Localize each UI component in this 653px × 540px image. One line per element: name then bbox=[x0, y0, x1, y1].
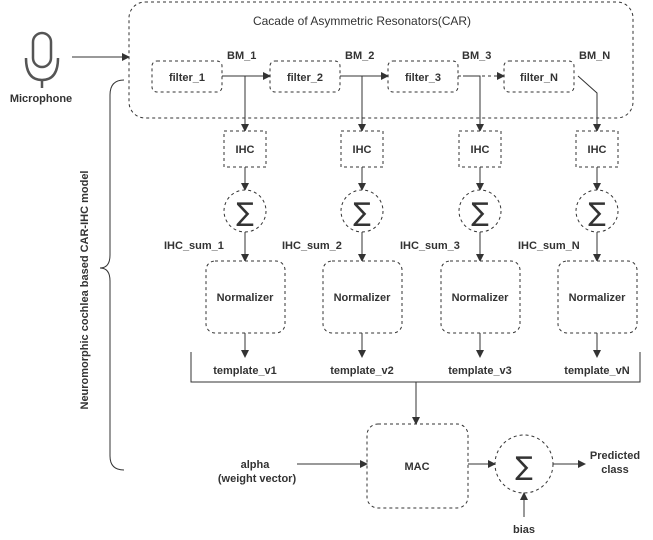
ihc-box-N: IHC bbox=[575, 130, 619, 168]
final-sum-node: ∑ bbox=[494, 434, 554, 494]
normalizer-label: Normalizer bbox=[569, 292, 627, 304]
alpha-label: alpha bbox=[241, 459, 271, 471]
sum-node-1: ∑ bbox=[223, 189, 267, 233]
sigma-icon: ∑ bbox=[471, 198, 489, 228]
template-label: template_v1 bbox=[213, 365, 277, 377]
normalizer-box-1: Normalizer bbox=[205, 260, 286, 334]
sigma-icon: ∑ bbox=[515, 452, 533, 482]
bm-label: BM_N bbox=[579, 50, 610, 62]
template-label: template_vN bbox=[564, 365, 629, 377]
ihc-box-3: IHC bbox=[458, 130, 502, 168]
ihc-box-2: IHC bbox=[340, 130, 384, 168]
mac-box: MAC bbox=[366, 423, 469, 509]
bias-label: bias bbox=[513, 524, 535, 536]
sigma-icon: ∑ bbox=[353, 198, 371, 228]
ihc-sum-label: IHC_sum_2 bbox=[282, 240, 342, 252]
mac-label: MAC bbox=[404, 461, 429, 473]
bm-label: BM_2 bbox=[345, 50, 374, 62]
filter-label: filter_N bbox=[520, 72, 558, 84]
sum-node-3: ∑ bbox=[458, 189, 502, 233]
bm-tap-arrow bbox=[577, 75, 601, 132]
bm-label: BM_1 bbox=[227, 50, 256, 62]
alpha-sublabel: (weight vector) bbox=[218, 473, 297, 485]
filter-box-1: filter_1 bbox=[151, 60, 223, 93]
output-sublabel: class bbox=[601, 464, 629, 476]
microphone-label: Microphone bbox=[10, 93, 72, 105]
bm-label: BM_3 bbox=[462, 50, 491, 62]
sum-node-N: ∑ bbox=[575, 189, 619, 233]
output-label: Predicted bbox=[590, 450, 640, 462]
normalizer-box-3: Normalizer bbox=[440, 260, 521, 334]
sigma-icon: ∑ bbox=[588, 198, 606, 228]
ihc-box-1: IHC bbox=[223, 130, 267, 168]
bm-tap-arrow bbox=[345, 75, 366, 132]
filter-label: filter_2 bbox=[287, 72, 323, 84]
ihc-sum-label: IHC_sum_1 bbox=[164, 240, 224, 252]
ihc-label: IHC bbox=[236, 144, 255, 156]
bm-tap-arrow bbox=[228, 75, 249, 132]
bm-tap-arrow bbox=[463, 75, 484, 132]
filter-box-2: filter_2 bbox=[269, 60, 341, 93]
microphone-icon bbox=[24, 31, 60, 88]
template-label: template_v3 bbox=[448, 365, 512, 377]
normalizer-box-N: Normalizer bbox=[557, 260, 638, 334]
ihc-label: IHC bbox=[353, 144, 372, 156]
normalizer-box-2: Normalizer bbox=[322, 260, 403, 334]
ihc-label: IHC bbox=[588, 144, 607, 156]
car-title: Cacade of Asymmetric Resonators(CAR) bbox=[253, 14, 471, 28]
ihc-label: IHC bbox=[471, 144, 490, 156]
side-label: Neuromorphic cochlea based CAR-IHC model bbox=[79, 171, 91, 410]
template-label: template_v2 bbox=[330, 365, 394, 377]
ihc-sum-label: IHC_sum_3 bbox=[400, 240, 460, 252]
sigma-icon: ∑ bbox=[236, 198, 254, 228]
side-brace bbox=[99, 79, 125, 471]
filter-label: filter_1 bbox=[169, 72, 205, 84]
ihc-sum-label: IHC_sum_N bbox=[518, 240, 580, 252]
normalizer-label: Normalizer bbox=[334, 292, 392, 304]
sum-node-2: ∑ bbox=[340, 189, 384, 233]
filter-box-3: filter_3 bbox=[387, 60, 459, 93]
normalizer-label: Normalizer bbox=[452, 292, 510, 304]
normalizer-label: Normalizer bbox=[217, 292, 275, 304]
filter-label: filter_3 bbox=[405, 72, 441, 84]
filter-box-N: filter_N bbox=[503, 60, 575, 93]
